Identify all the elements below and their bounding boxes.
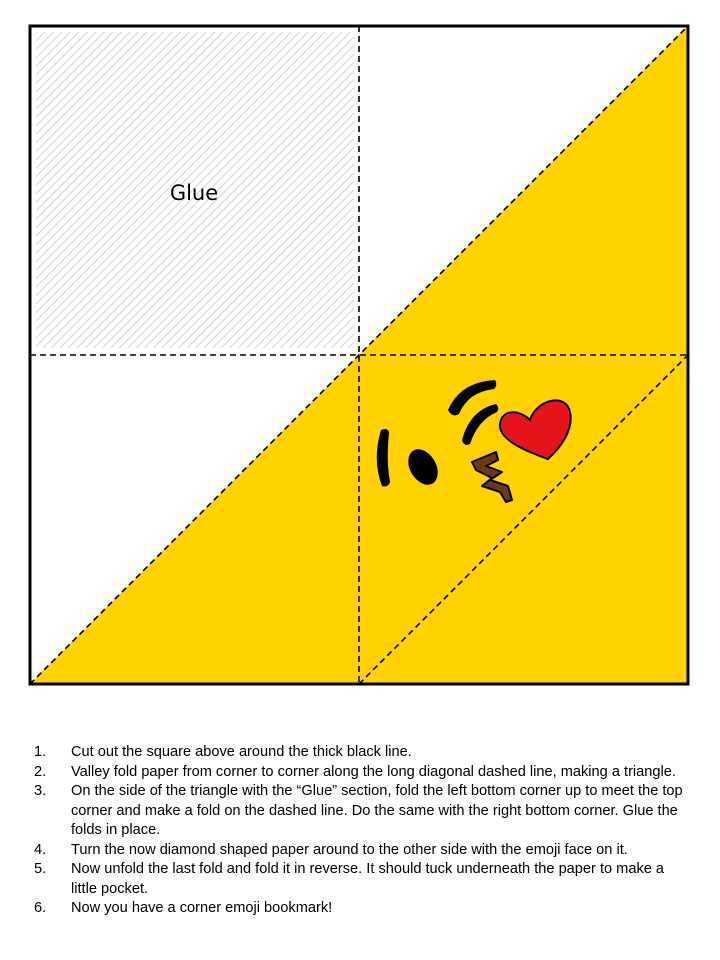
- step-number: 5.: [34, 861, 47, 877]
- eyebrow-icon: [448, 380, 497, 416]
- fold-lines: [29, 25, 689, 685]
- instructions-list: 1. Cut out the square above around the th…: [34, 743, 694, 919]
- step-text: Turn the now diamond shaped paper around…: [71, 841, 628, 858]
- step-number: 6.: [34, 900, 47, 916]
- step-number: 3.: [34, 783, 47, 799]
- step-text: On the side of the triangle with the “Gl…: [71, 783, 683, 838]
- step-number: 1.: [34, 744, 47, 760]
- instruction-step: 5. Now unfold the last fold and fold it i…: [34, 860, 694, 899]
- emoji-face: [376, 380, 572, 503]
- step-text: Now unfold the last fold and fold it in …: [71, 861, 665, 897]
- cut-border: [28, 24, 690, 686]
- winking-eye-icon: [408, 449, 438, 485]
- instruction-step: 3. On the side of the triangle with the “…: [34, 782, 694, 841]
- left-eye-icon: [376, 429, 390, 487]
- fold-line-short-diagonal: [358, 354, 689, 685]
- instruction-step: 2. Valley fold paper from corner to corne…: [34, 763, 694, 783]
- step-number: 2.: [34, 763, 47, 780]
- kissing-lips-icon: [471, 451, 513, 503]
- heart-icon: [498, 399, 572, 461]
- instruction-step: 4. Turn the now diamond shaped paper arou…: [34, 841, 694, 861]
- instruction-step: 6. Now you have a corner emoji bookmark!: [34, 899, 694, 919]
- step-number: 4.: [34, 841, 47, 858]
- step-text: Now you have a corner emoji bookmark!: [71, 900, 333, 916]
- step-text: Valley fold paper from corner to corner …: [71, 763, 676, 780]
- glue-label: Glue: [170, 181, 218, 205]
- winking-eye-lid-icon: [462, 404, 499, 445]
- step-text: Cut out the square above around the thic…: [71, 744, 412, 760]
- instruction-step: 1. Cut out the square above around the th…: [34, 743, 694, 763]
- glue-area: [36, 32, 354, 348]
- fold-line-main-diagonal: [29, 25, 689, 685]
- bookmark-template: Glue: [28, 24, 690, 686]
